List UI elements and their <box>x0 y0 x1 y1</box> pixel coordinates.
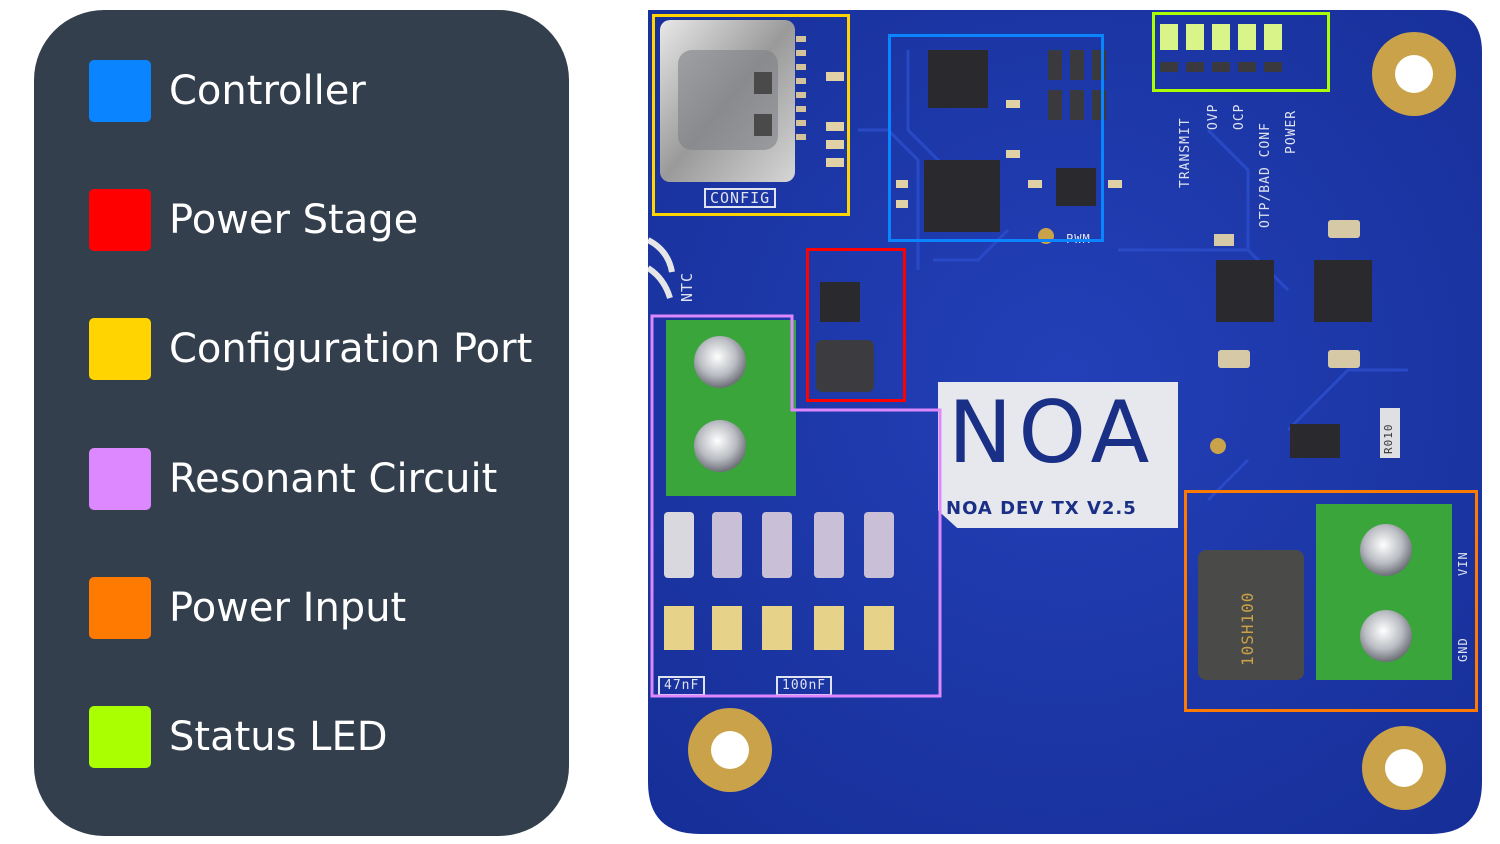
input-terminal-block <box>1316 504 1452 680</box>
resonant-terminal-block <box>666 320 796 496</box>
silk-47nf: 47nF <box>658 676 706 696</box>
legend-label-resonant-circuit: Resonant Circuit <box>169 456 498 502</box>
region-power-input <box>1184 490 1478 712</box>
silk-ocp: OCP <box>1232 103 1247 130</box>
legend-item-status-led: Status LED <box>89 706 388 768</box>
controller-ic-top <box>928 50 988 108</box>
legend-label-controller: Controller <box>169 68 366 114</box>
legend-swatch-configuration-port <box>89 318 151 380</box>
controller-sot-ic <box>1056 168 1096 206</box>
copper-traces <box>858 50 1408 502</box>
board-name: NOA DEV TX V2.5 <box>946 498 1137 519</box>
silk-r010: R010 <box>1382 423 1395 455</box>
legend-swatch-status-led <box>89 706 151 768</box>
ntc-wire <box>648 237 675 273</box>
pcb-board: CONFIG NTC PWM TRANSMIT OVP OCP OTP/BAD … <box>648 10 1482 834</box>
silk-otp-bad-conf: OTP/BAD CONF <box>1258 122 1273 228</box>
legend-label-configuration-port: Configuration Port <box>169 326 533 372</box>
legend-item-resonant-circuit: Resonant Circuit <box>89 448 497 510</box>
legend-swatch-power-stage <box>89 189 151 251</box>
silk-ntc: NTC <box>678 271 696 302</box>
via <box>1210 438 1226 454</box>
legend-swatch-power-input <box>89 577 151 639</box>
legend-label-power-stage: Power Stage <box>169 197 419 243</box>
region-status-led <box>1152 12 1330 92</box>
input-inductor <box>1198 550 1304 680</box>
silk-ovp: OVP <box>1206 103 1221 130</box>
usb-c-connector <box>660 20 806 182</box>
silk-power: POWER <box>1284 109 1299 154</box>
silk-transmit: TRANSMIT <box>1178 117 1193 188</box>
legend-item-power-input: Power Input <box>89 577 406 639</box>
controller-passives <box>896 100 1122 208</box>
mounting-hole-top-right <box>1372 32 1456 116</box>
region-controller <box>888 34 1104 242</box>
mounting-hole-bottom-right <box>1362 726 1446 810</box>
region-configuration-port <box>652 14 850 216</box>
legend-item-power-stage: Power Stage <box>89 189 418 251</box>
noa-logo: NOA <box>948 383 1156 483</box>
region-power-stage <box>806 248 906 402</box>
legend-label-status-led: Status LED <box>169 714 388 760</box>
usb-passives <box>826 72 844 167</box>
legend-item-controller: Controller <box>89 60 366 122</box>
status-led-row <box>1160 24 1282 72</box>
legend-item-configuration-port: Configuration Port <box>89 318 532 380</box>
legend-swatch-controller <box>89 60 151 122</box>
ntc-wire-2 <box>648 265 673 299</box>
legend-label-power-input: Power Input <box>169 585 407 631</box>
logo-plate: NOA NOA DEV TX V2.5 <box>938 382 1178 528</box>
silk-100nf: 100nF <box>776 676 833 696</box>
regulator-passives <box>1214 220 1400 458</box>
legend-panel: Controller Power Stage Configuration Por… <box>34 10 569 836</box>
mounting-hole-bottom-left <box>688 708 772 792</box>
controller-ic-main <box>924 160 1000 232</box>
legend-swatch-resonant-circuit <box>89 448 151 510</box>
regulator-ics <box>1216 260 1372 458</box>
silk-config: CONFIG <box>704 188 777 208</box>
